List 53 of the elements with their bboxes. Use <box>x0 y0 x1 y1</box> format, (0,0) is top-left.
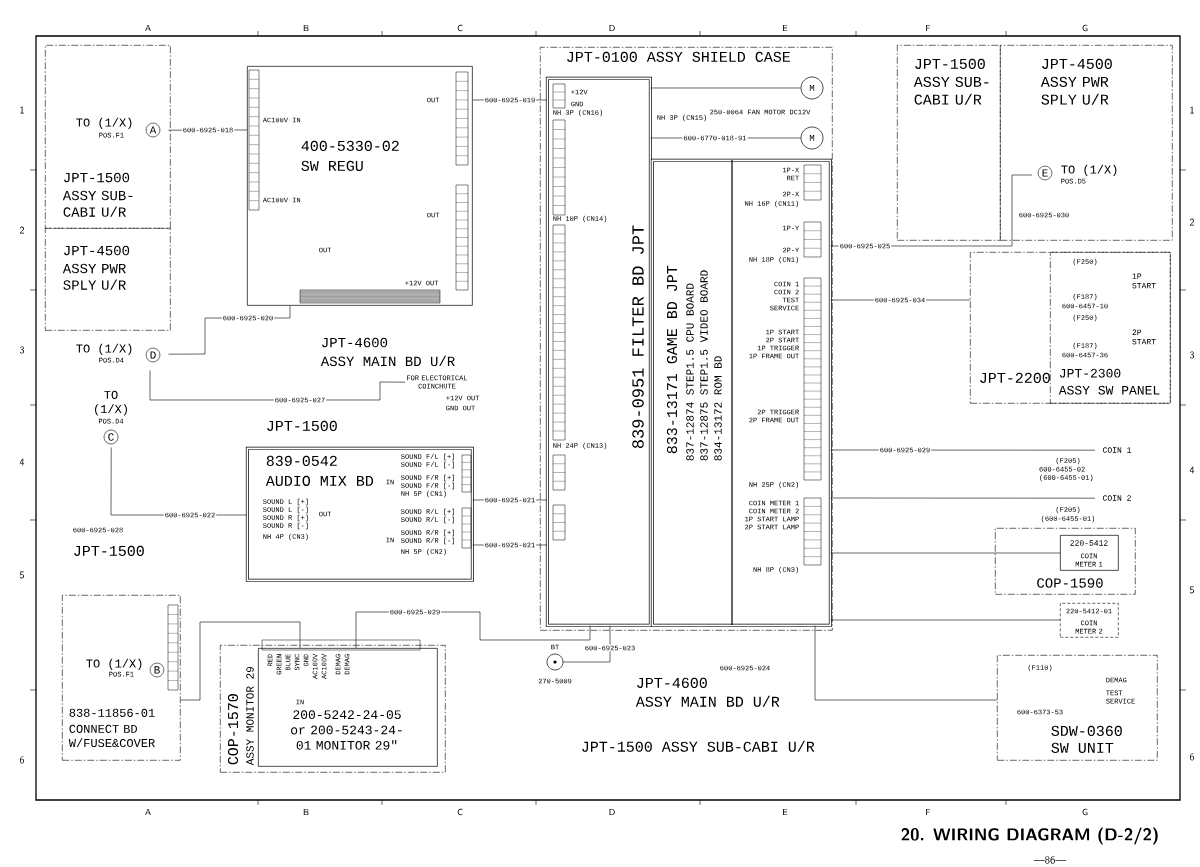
grid-label: E <box>783 808 788 816</box>
fan-motor: M <box>800 126 824 150</box>
wire <box>563 625 611 663</box>
node-label: TO (1/X) <box>76 343 132 355</box>
grid-label: 1 <box>20 106 24 114</box>
grid-label: F <box>926 808 931 816</box>
grid-label: E <box>783 24 788 32</box>
grid-label: 3 <box>1189 351 1195 359</box>
grid-label: D <box>609 808 615 816</box>
fan-motor: M <box>800 76 824 100</box>
assembly-region: JPT-4500 ASSY PWR SPLY U/R <box>45 228 171 331</box>
wire <box>830 497 1096 499</box>
grid-label: 2 <box>19 226 24 234</box>
grid-label: A <box>145 24 151 32</box>
grid-label: 5 <box>19 571 24 579</box>
node-label: TO (1/X) <box>1061 164 1117 176</box>
grid-label: B <box>303 808 309 816</box>
assembly-label: JPT-1500 <box>74 545 144 556</box>
grid-label: 4 <box>1189 466 1195 474</box>
assembly-label: JPT-1500 ASSY SUB-CABI U/R <box>582 740 815 752</box>
grid-label: 4 <box>19 458 25 466</box>
grid-label: 6 <box>1189 753 1195 761</box>
grid-label: G <box>1082 808 1088 816</box>
grid-label: C <box>457 24 463 32</box>
grid-label: 5 <box>1189 586 1194 594</box>
grid-label: 3 <box>19 346 25 354</box>
wire <box>814 625 998 701</box>
grid-label: 1 <box>1190 106 1194 114</box>
assembly-label: JPT-4600 ASSY MAIN BD U/R <box>320 337 455 367</box>
assembly-label: JPT-4600 ASSY MAIN BD U/R <box>635 677 780 707</box>
assembly-label: JPT-1500 <box>267 420 337 431</box>
grid-label: B <box>303 24 309 32</box>
wire <box>180 621 301 701</box>
grid-label: D <box>609 24 615 32</box>
grid-label: G <box>1082 24 1088 32</box>
wire <box>830 619 1061 621</box>
wire <box>650 87 801 89</box>
wire <box>830 449 1096 451</box>
switch-label: COIN 1 <box>1103 447 1131 453</box>
grid-label: 6 <box>19 756 25 764</box>
grid-label: 2 <box>1189 218 1194 226</box>
caption-heading: 20. WIRING DIAGRAM (D-2/2) <box>901 827 1158 845</box>
node-label: TO (1/X) <box>95 390 127 416</box>
grid-label: A <box>145 808 151 816</box>
grid-label: F <box>926 24 931 32</box>
wire <box>830 552 1061 554</box>
assembly-region: JPT-1500 ASSY SUB- CABI U/R <box>897 45 1001 241</box>
node-label: TO (1/X) <box>76 117 132 129</box>
page-number: —86— <box>1033 856 1067 864</box>
grid-label: C <box>457 808 463 816</box>
switch-label: 2P START <box>1132 329 1156 345</box>
switch-label: COIN 2 <box>1103 495 1131 501</box>
switch-label: 1P START <box>1132 273 1156 289</box>
